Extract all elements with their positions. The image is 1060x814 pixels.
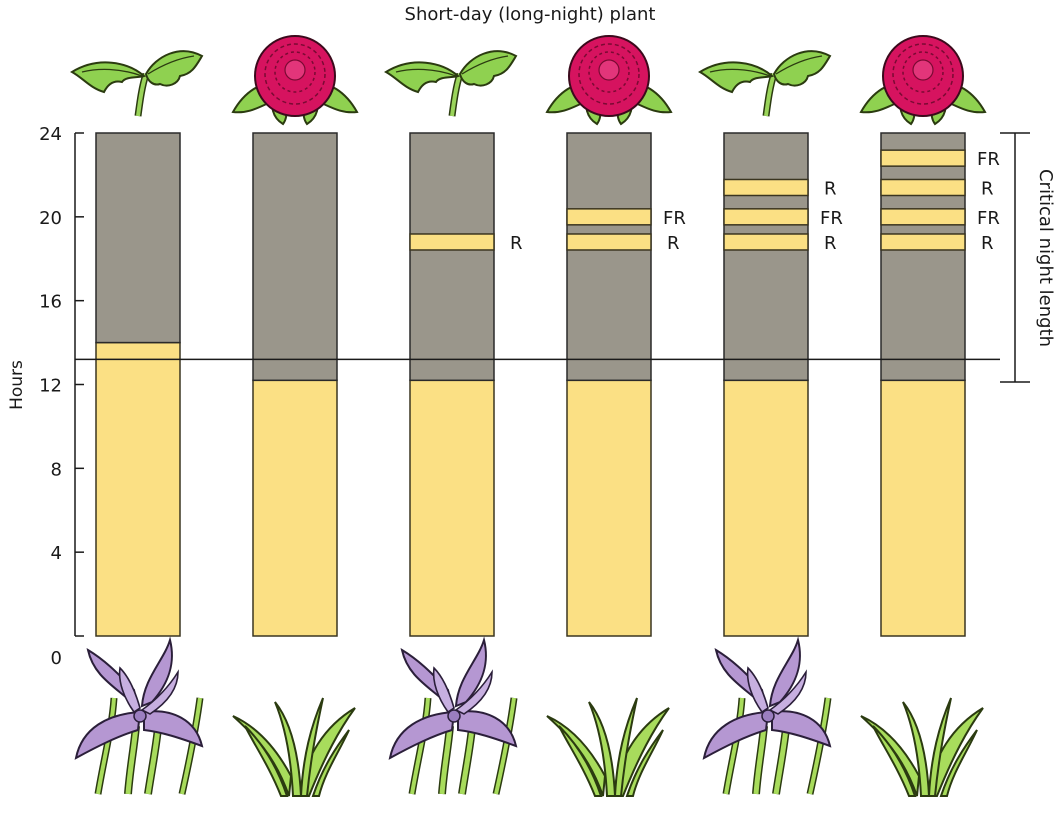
dark-period-bar [723, 132, 809, 382]
iris-flowering-icon [390, 640, 516, 794]
y-tick-label: 12 [39, 376, 62, 397]
light-flash-band [409, 233, 495, 251]
y-tick-label: 24 [39, 124, 62, 145]
dark-period-bar [409, 132, 495, 382]
treatment-column-2 [252, 132, 338, 637]
flash-label: FR [820, 208, 843, 229]
dark-period-bar [252, 132, 338, 382]
critical-night-label: Critical night length [1035, 169, 1056, 347]
flash-label: R [510, 233, 523, 254]
dark-period-bar [566, 132, 652, 382]
flash-label: R [824, 233, 837, 254]
flash-label: R [981, 233, 994, 254]
light-period-bar [252, 379, 338, 637]
light-period-bar [95, 341, 181, 637]
light-period-bar [566, 379, 652, 637]
flash-label: R [667, 233, 680, 254]
treatment-column-4: R FR [566, 132, 686, 637]
light-flash-band [880, 233, 966, 251]
y-tick-label: 4 [51, 543, 62, 564]
light-flash-band [880, 178, 966, 197]
peony-flowering-icon [860, 35, 986, 125]
y-axis-label: Hours [7, 360, 27, 410]
grass-vegetative-icon [860, 697, 984, 797]
sprout-icon [386, 51, 516, 116]
light-flash-band [880, 208, 966, 226]
y-axis: 0 4 8 12 16 20 24 [39, 124, 84, 669]
light-flash-band [723, 178, 809, 197]
peony-flowering-icon [546, 35, 672, 125]
grass-vegetative-icon [232, 697, 356, 797]
flash-label: FR [663, 208, 686, 229]
y-tick-label: 0 [51, 648, 62, 669]
light-flash-band [723, 233, 809, 251]
light-flash-band [880, 149, 966, 167]
y-tick-label: 16 [39, 292, 62, 313]
flash-label: FR [977, 149, 1000, 170]
peony-flowering-icon [232, 35, 358, 125]
light-period-bar [723, 379, 809, 637]
treatment-columns: R R FR R FR R R FR R FR [95, 132, 1000, 637]
treatment-column-5: R FR R [723, 132, 843, 637]
top-plant-row [72, 35, 986, 125]
flash-label: R [981, 178, 994, 199]
flash-label: R [824, 178, 837, 199]
treatment-column-6: R FR R FR [880, 132, 1000, 637]
light-flash-band [566, 233, 652, 251]
grass-vegetative-icon [546, 697, 670, 797]
iris-flowering-icon [704, 640, 830, 794]
y-tick-label: 8 [51, 459, 62, 480]
light-period-bar [409, 379, 495, 637]
light-period-bar [880, 379, 966, 637]
sprout-icon [700, 51, 830, 116]
figure-title: Short-day (long-night) plant [405, 4, 656, 25]
flash-label: FR [977, 208, 1000, 229]
treatment-column-1 [95, 132, 181, 637]
critical-night-bracket [1000, 132, 1030, 383]
dark-period-bar [95, 132, 181, 344]
light-flash-band [566, 208, 652, 226]
iris-flowering-icon [76, 640, 202, 794]
y-tick-label: 20 [39, 208, 62, 229]
dark-period-bar [880, 132, 966, 382]
sprout-icon [72, 51, 202, 116]
treatment-column-3: R [409, 132, 523, 637]
light-flash-band [723, 208, 809, 226]
bottom-plant-row [76, 640, 984, 797]
